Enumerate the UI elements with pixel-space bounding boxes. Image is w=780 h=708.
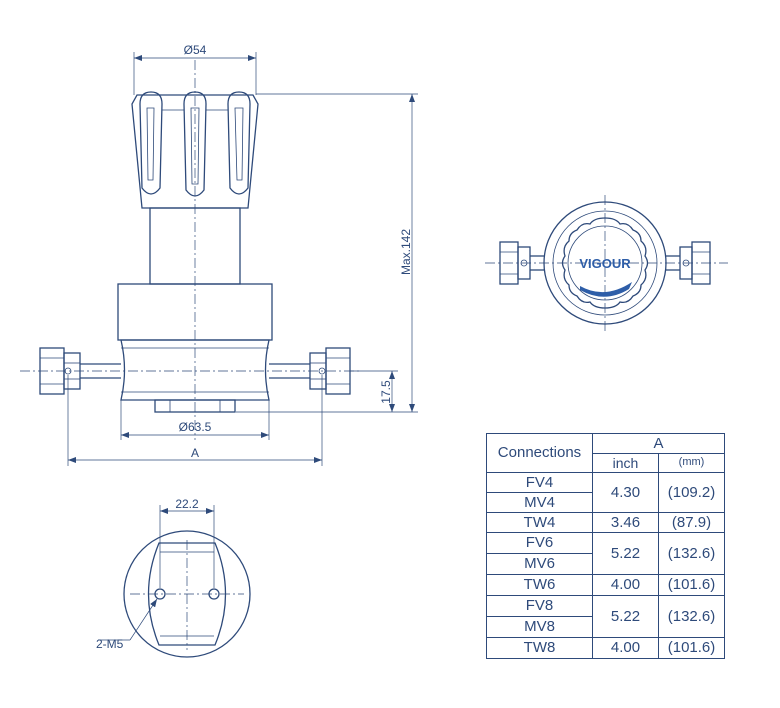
length-a-label: A [191,446,199,460]
body-dia-label: Ø63.5 [179,420,212,434]
mount-hole-right [208,588,220,600]
header-a: A [591,433,726,454]
mount-thread-label: 2-M5 [96,637,124,651]
dim-max-height: Max.142 [236,93,418,413]
top-left-fitting [499,241,531,285]
logo-swoosh [580,282,632,297]
table-row-name: TW4 [486,511,593,533]
unit-mm: (mm) [657,452,726,473]
port-height-label: 17.5 [379,380,393,404]
left-fitting [39,347,81,395]
table-row-mm: (101.6) [657,573,726,596]
unit-inch: inch [592,452,659,473]
table-row-inch: 4.00 [592,573,659,596]
connections-table: Connections A inch (mm) FV4 4.30 (109.2)… [486,433,726,660]
knob-dia-label: Ø54 [184,43,207,57]
top-view: VIGOUR [485,195,728,332]
table-row-name: FV4 [486,471,593,493]
bottom-outer-circle [123,530,251,658]
table-row-name: MV6 [486,552,593,575]
front-view: Ø54 Max.142 17.5 Ø63.5 A [20,43,418,466]
dim-body-dia: Ø63.5 [120,400,270,440]
table-row-inch: 5.22 [592,531,659,575]
bottom-view: 22.2 2-M5 [96,497,251,658]
table-row-inch: 4.00 [592,636,659,660]
outer-ring [543,201,667,325]
table-row-name: FV8 [486,594,593,617]
table-row-name: TW6 [486,573,593,596]
table-row-mm: (109.2) [657,471,726,513]
dim-knob-dia: Ø54 [133,43,257,95]
max-height-label: Max.142 [399,229,413,275]
dim-length-a: A [67,375,323,466]
table-row-inch: 3.46 [592,511,659,533]
brand-logo: VIGOUR [579,256,631,271]
table-row-name: MV4 [486,491,593,513]
bottom-plate [154,399,236,413]
bolt-spacing-label: 22.2 [175,497,199,511]
table-row-mm: (132.6) [657,594,726,638]
table-row-name: MV8 [486,615,593,638]
table-row-mm: (132.6) [657,531,726,575]
table-row-inch: 5.22 [592,594,659,638]
knob-top [561,217,649,309]
dim-mount-thread: 2-M5 [96,598,158,651]
table-row-name: FV6 [486,531,593,554]
dim-bolt-spacing: 22.2 [159,497,215,588]
table-row-mm: (87.9) [657,511,726,533]
mount-flat-plate [147,542,227,646]
top-right-fitting [679,241,711,285]
header-connections: Connections [486,433,593,473]
mount-hole-left [154,588,166,600]
table-row-inch: 4.30 [592,471,659,513]
table-row-mm: (101.6) [657,636,726,660]
table-row-name: TW8 [486,636,593,660]
dim-port-height: 17.5 [350,370,398,412]
